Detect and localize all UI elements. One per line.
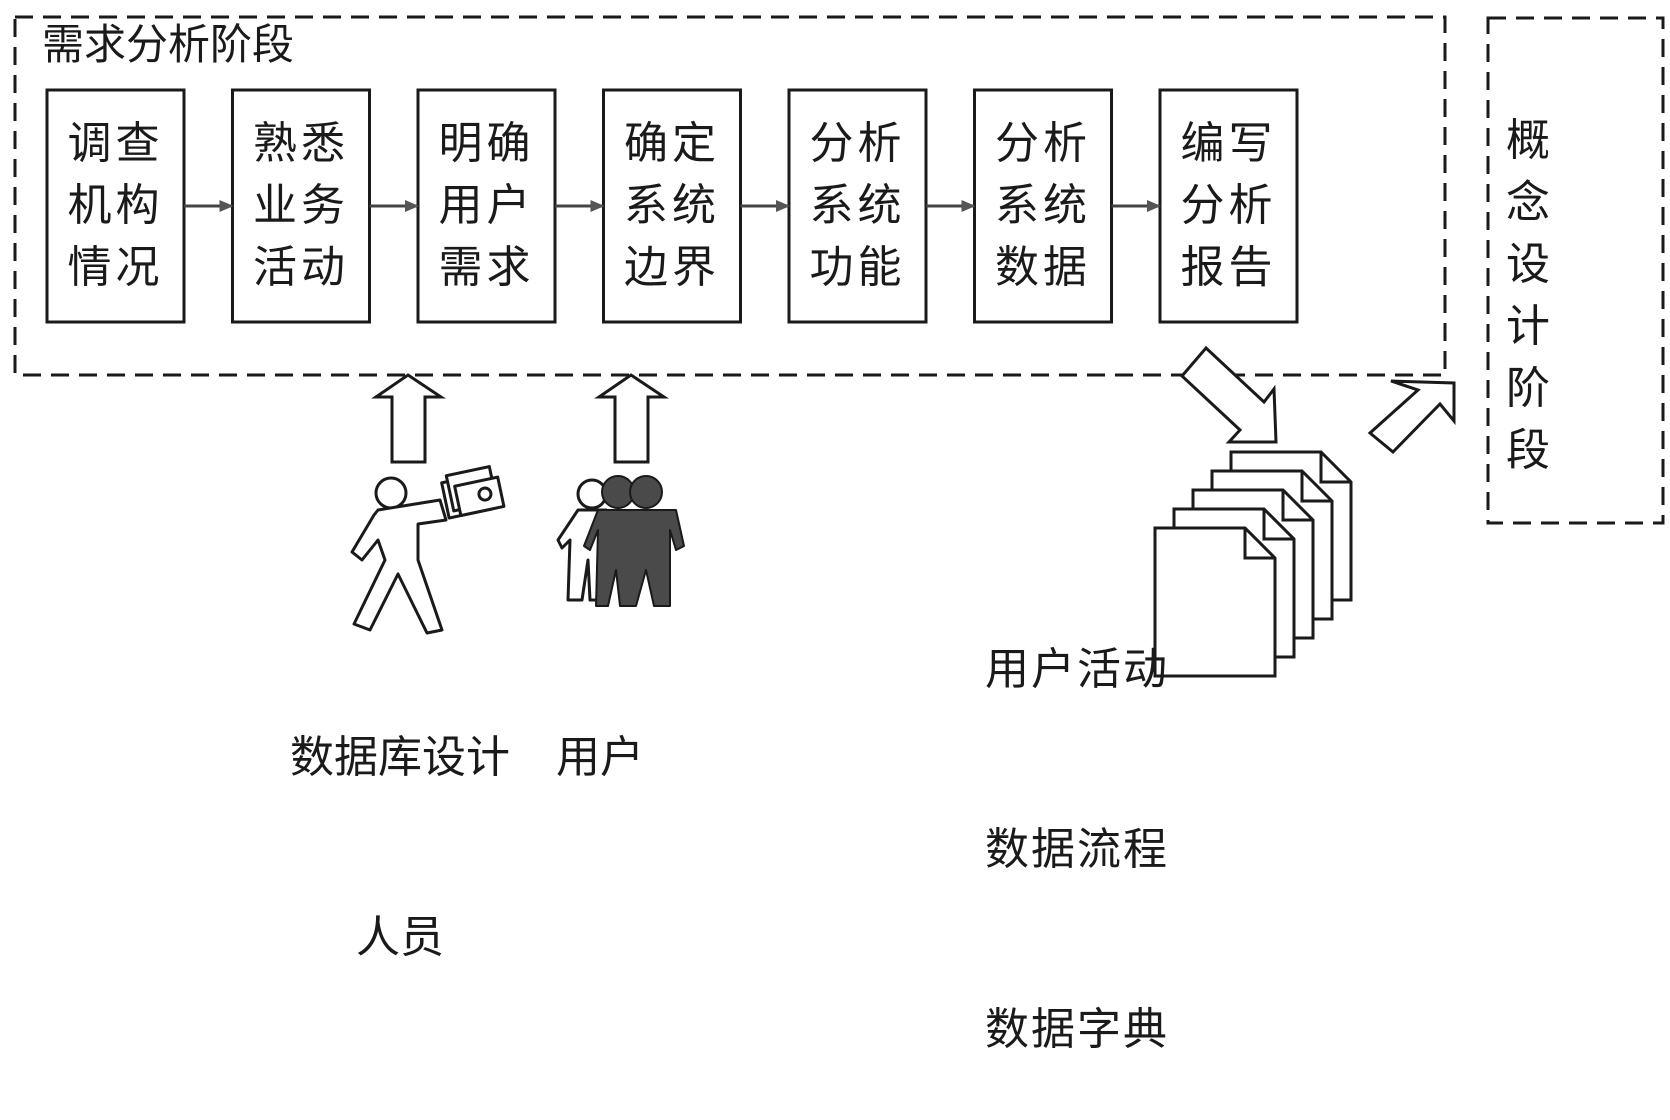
designer-label-line: 人员 <box>356 912 444 963</box>
requirements-phase-frame <box>13 15 1447 377</box>
documents-label-line: 数据字典 <box>985 1004 1169 1055</box>
process-step-label: 分析系统功能 <box>789 90 926 322</box>
designer-label: 数据库设计 人员 <box>270 608 530 1028</box>
process-step-label: 明确用户需求 <box>418 90 555 322</box>
user-group-icon <box>556 475 685 607</box>
process-step-line: 系统 <box>624 180 720 231</box>
document-sheet <box>1153 526 1277 678</box>
process-step-line: 确定 <box>624 118 720 169</box>
process-step-label: 确定系统边界 <box>604 90 741 322</box>
user-input-arrow <box>594 373 669 464</box>
user-label-line: 用户 <box>556 732 644 783</box>
process-step-line: 用户 <box>438 180 535 231</box>
walking-person-with-documents-icon <box>350 465 506 635</box>
process-step-box <box>45 88 186 324</box>
process-step-line: 系统 <box>809 180 906 231</box>
process-step-box <box>1158 88 1299 324</box>
documents-label-line: 数据流程 <box>985 824 1169 875</box>
process-step-line: 数据 <box>995 242 1091 293</box>
concept-title-char: 概 <box>1506 115 1550 166</box>
user-label: 用户 <box>540 608 660 848</box>
process-step-line: 报告 <box>1180 242 1277 293</box>
designer-label-line: 数据库设计 <box>290 732 510 783</box>
process-step-line: 机构 <box>67 180 164 231</box>
process-step-line: 熟悉 <box>253 118 349 169</box>
process-step-label: 熟悉业务活动 <box>233 90 370 322</box>
process-step-line: 分析 <box>1180 180 1277 231</box>
document-stack-icon <box>1153 450 1353 678</box>
process-step-line: 编写 <box>1180 118 1277 169</box>
process-step-label: 分析系统数据 <box>975 90 1112 322</box>
designer-input-arrow <box>371 373 446 464</box>
process-step-line: 功能 <box>809 242 906 293</box>
process-step-line: 边界 <box>624 242 720 293</box>
diagram-canvas <box>13 15 1665 678</box>
concept-design-phase-title: 概 念 设 计 阶 段 <box>1488 110 1568 482</box>
process-step-box <box>416 88 557 324</box>
process-step-line: 分析 <box>809 118 906 169</box>
concept-title-char: 阶 <box>1506 363 1550 414</box>
process-step-box <box>602 88 742 324</box>
report-to-documents-arrow <box>1179 345 1278 444</box>
process-step-line: 情况 <box>67 242 164 293</box>
concept-design-phase-frame <box>1486 16 1665 525</box>
process-step-line: 分析 <box>995 118 1091 169</box>
process-step-line: 调查 <box>67 118 164 169</box>
process-step-line: 需求 <box>438 242 535 293</box>
process-step-label: 调查机构情况 <box>47 90 184 322</box>
documents-label-line: 用户活动 <box>985 644 1169 695</box>
process-step-box <box>973 88 1113 324</box>
documents-label: 用户活动 数据流程 数据字典 <box>985 520 1169 1120</box>
process-step-line: 业务 <box>253 180 349 231</box>
process-step-label: 编写分析报告 <box>1160 90 1297 322</box>
requirements-phase-title: 需求分析阶段 <box>42 20 295 69</box>
process-step-line: 活动 <box>253 242 349 293</box>
process-step-line: 系统 <box>995 180 1091 231</box>
process-step-line: 明确 <box>438 118 535 169</box>
concept-title-char: 设 <box>1506 239 1550 290</box>
documents-to-concept-design-arrow <box>1367 379 1456 455</box>
concept-title-char: 计 <box>1506 301 1550 352</box>
concept-title-char: 念 <box>1506 177 1550 228</box>
concept-title-char: 段 <box>1506 425 1550 476</box>
